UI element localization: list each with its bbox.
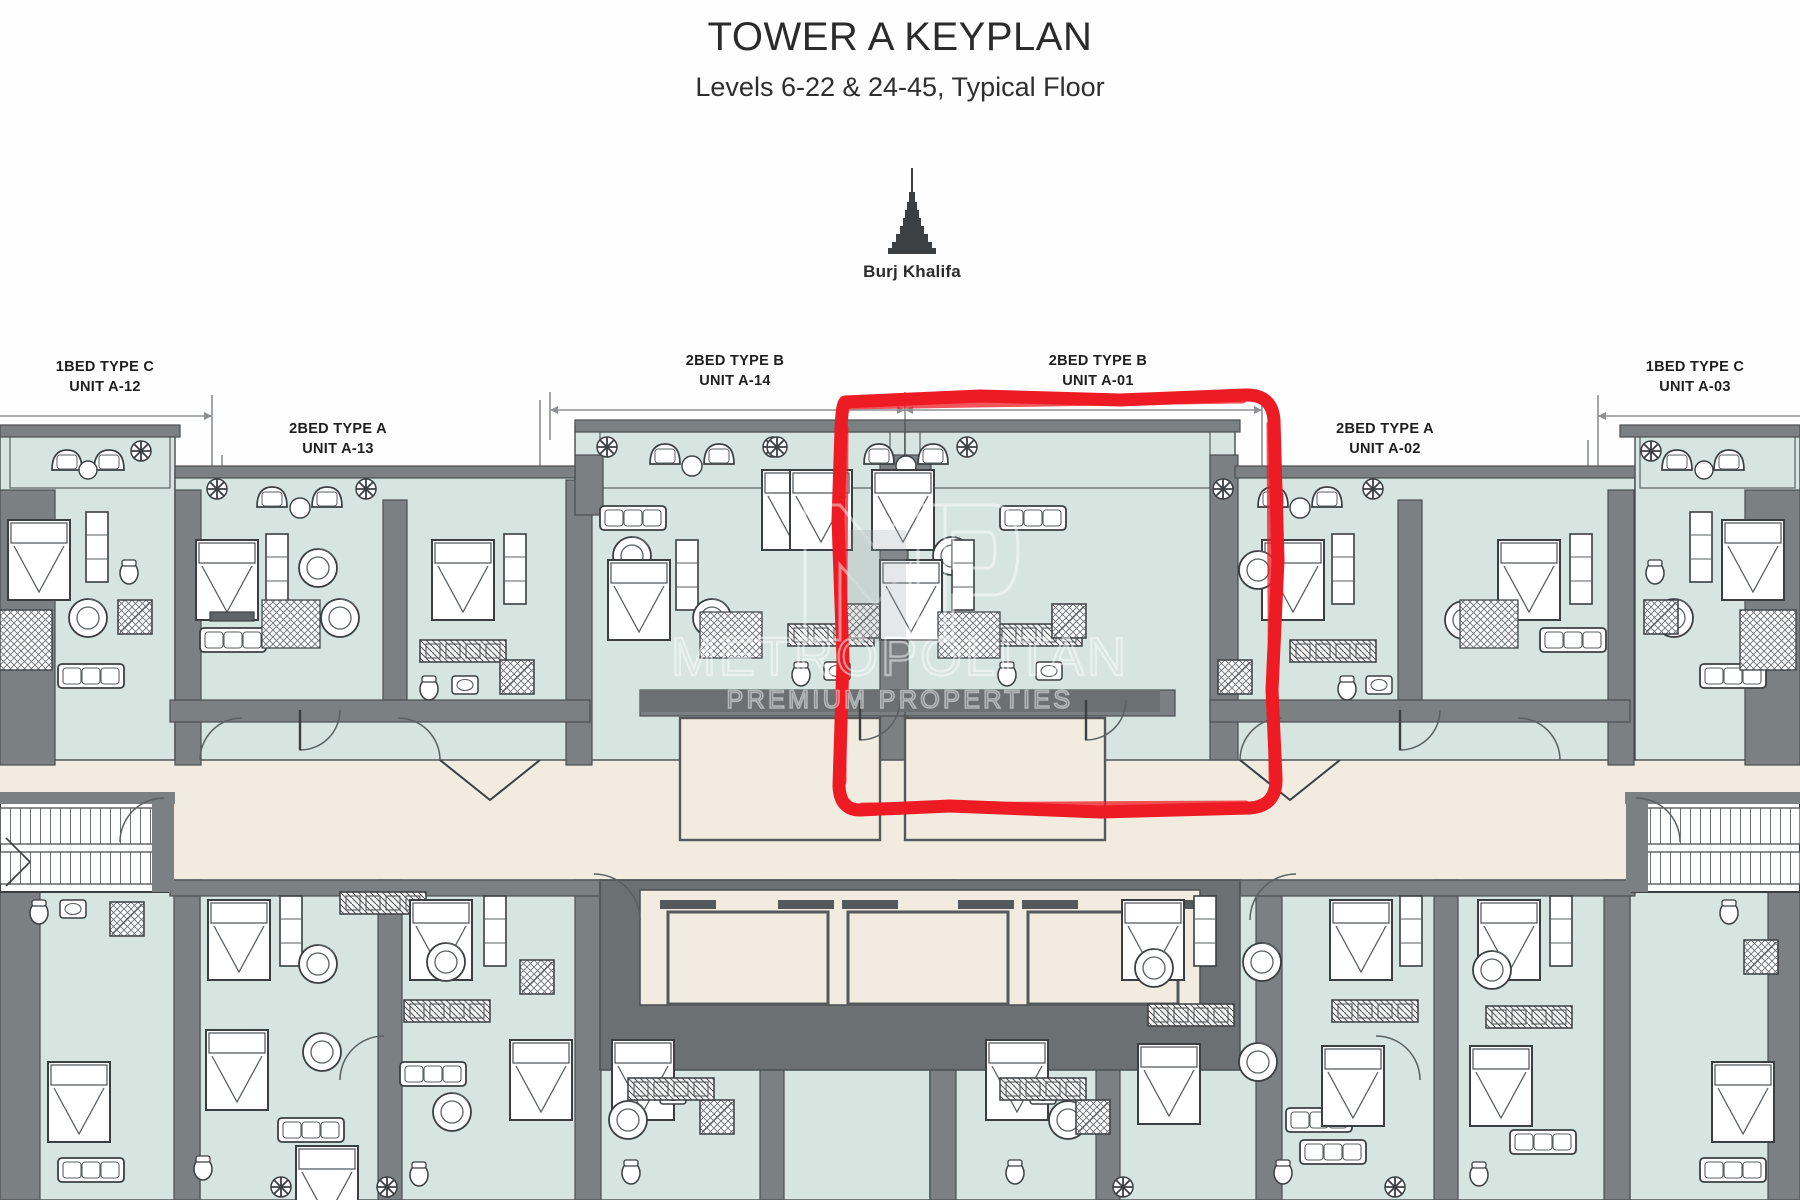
unit-number-label: UNIT A-02 [1349, 440, 1421, 457]
unit-number-label: UNIT A-12 [69, 378, 141, 395]
unit-type-label: 2BED TYPE A [289, 421, 387, 437]
unit-number-label: UNIT A-01 [1062, 372, 1134, 389]
unit-fitout-a03 [1640, 440, 1797, 689]
page-title: TOWER A KEYPLAN [707, 15, 1093, 59]
unit-type-label: 1BED TYPE C [1645, 359, 1745, 375]
orientation-marker-label: Burj Khalifa [863, 262, 961, 281]
unit-fitout-a02 [1212, 478, 1607, 752]
orientation-marker: Burj Khalifa [832, 168, 992, 282]
door-swings [119, 717, 1681, 1081]
unit-type-label: 2BED TYPE A [1336, 421, 1434, 437]
unit-fitout-a14 [596, 436, 902, 742]
unit-callout-a12: 1BED TYPE C UNIT A-12 [20, 358, 190, 397]
unit-callout-a01: 2BED TYPE B UNIT A-01 [1013, 352, 1183, 391]
unit-fitout-a01 [766, 436, 1128, 742]
plan-geometry [0, 419, 1800, 1200]
unit-fitout-a13 [195, 478, 535, 752]
unit-callout-a03: 1BED TYPE C UNIT A-03 [1610, 358, 1780, 397]
unit-type-label: 2BED TYPE B [1048, 353, 1148, 369]
unit-number-label: UNIT A-03 [1659, 378, 1731, 395]
unit-type-label: 1BED TYPE C [55, 359, 155, 375]
unit-callout-a14: 2BED TYPE B UNIT A-14 [650, 352, 820, 391]
stair-core-left [0, 792, 175, 893]
unit-callout-a02: 2BED TYPE A UNIT A-02 [1300, 420, 1470, 459]
unit-callout-a13: 2BED TYPE A UNIT A-13 [253, 420, 423, 459]
page-subtitle: Levels 6-22 & 24-45, Typical Floor [695, 72, 1105, 102]
selected-unit-outline[interactable] [831, 388, 1285, 819]
corridor-notches [439, 759, 1341, 802]
page-header: TOWER A KEYPLAN Levels 6-22 & 24-45, Typ… [0, 0, 1800, 103]
service-core [599, 690, 1241, 1071]
unit-number-label: UNIT A-13 [302, 440, 374, 457]
unit-number-label: UNIT A-14 [699, 372, 771, 389]
burj-khalifa-tower-icon [888, 168, 936, 254]
unit-type-label: 2BED TYPE B [685, 353, 785, 369]
unit-fitout-a12 [0, 440, 153, 689]
stair-core-right [1625, 792, 1800, 893]
